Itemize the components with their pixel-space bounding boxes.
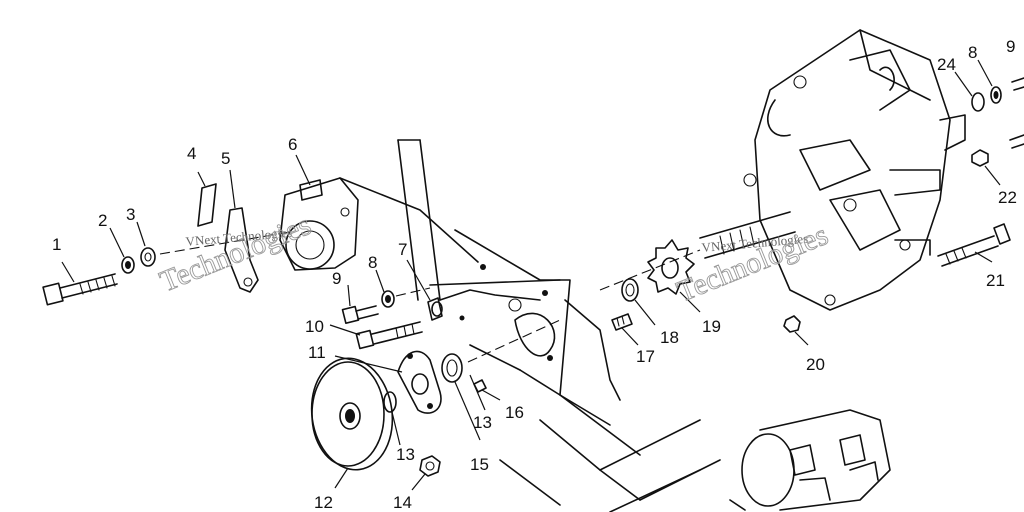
label-part-8-right: 8 xyxy=(968,43,977,62)
part-washer-24 xyxy=(971,92,985,112)
label-part-22: 22 xyxy=(998,188,1017,207)
part-seal-13-upper xyxy=(441,353,463,383)
part-sprocket-19 xyxy=(647,239,695,295)
frame-structure xyxy=(397,139,721,512)
part-nut-20 xyxy=(783,315,801,333)
label-part-1: 1 xyxy=(52,235,61,254)
centerline-shaft xyxy=(467,319,561,363)
label-part-9: 9 xyxy=(332,269,341,288)
label-part-17: 17 xyxy=(636,347,655,366)
label-part-19: 19 xyxy=(702,317,721,336)
part-bolt-9-right xyxy=(1011,77,1024,91)
part-plate-11 xyxy=(397,350,442,414)
centerline-bolt-9 xyxy=(395,287,431,297)
watermarks: VNext Technologies Technologies VNext Te… xyxy=(155,208,833,309)
part-washer-13-lower xyxy=(383,391,397,413)
label-part-13-upper: 13 xyxy=(473,413,492,432)
watermark-large-left: Technologies xyxy=(155,208,315,298)
label-part-13-lower: 13 xyxy=(396,445,415,464)
label-part-7: 7 xyxy=(398,240,407,259)
part-washer-3 xyxy=(140,247,156,267)
label-part-24: 24 xyxy=(937,55,956,74)
part-shim-4 xyxy=(197,183,217,227)
part-washer-18 xyxy=(621,278,639,302)
part-cover xyxy=(729,409,891,511)
part-nut-14 xyxy=(419,455,441,477)
part-bolt-1 xyxy=(42,273,118,306)
part-washer-2 xyxy=(121,256,135,274)
part-transmission-housing xyxy=(599,29,966,311)
label-part-12: 12 xyxy=(314,493,333,512)
label-part-8: 8 xyxy=(368,253,377,272)
label-part-3: 3 xyxy=(126,205,135,224)
centerline-bolt-1 xyxy=(159,231,291,255)
part-housing-6 xyxy=(279,177,479,271)
leader-lines xyxy=(61,59,1001,491)
label-part-15: 15 xyxy=(470,455,489,474)
part-bolt-10 xyxy=(355,321,423,350)
label-part-18: 18 xyxy=(660,328,679,347)
label-part-20: 20 xyxy=(806,355,825,374)
label-part-21: 21 xyxy=(986,271,1005,290)
part-screw-17 xyxy=(611,313,633,331)
label-part-10: 10 xyxy=(305,317,324,336)
part-bracket-5 xyxy=(224,207,259,293)
label-part-4: 4 xyxy=(187,144,196,163)
watermark-large-right: Technologies xyxy=(672,218,832,308)
label-part-6: 6 xyxy=(288,135,297,154)
part-spacer-7 xyxy=(427,297,443,321)
part-bolt-21 xyxy=(937,223,1011,267)
label-part-2: 2 xyxy=(98,211,107,230)
part-washer-8-right xyxy=(990,86,1002,104)
label-part-5: 5 xyxy=(221,149,230,168)
part-number-labels: 1 2 3 4 5 6 7 8 9 10 11 12 13 13 14 15 1… xyxy=(52,37,1017,512)
part-nut-22 xyxy=(971,134,1024,167)
part-washer-8 xyxy=(381,290,395,308)
label-part-14: 14 xyxy=(393,493,412,512)
label-part-9-right: 9 xyxy=(1006,37,1015,56)
label-part-11: 11 xyxy=(308,343,326,362)
part-bolt-9 xyxy=(341,305,379,325)
part-pin-16 xyxy=(473,379,487,393)
label-part-16: 16 xyxy=(505,403,524,422)
part-pulley-12 xyxy=(310,357,394,471)
